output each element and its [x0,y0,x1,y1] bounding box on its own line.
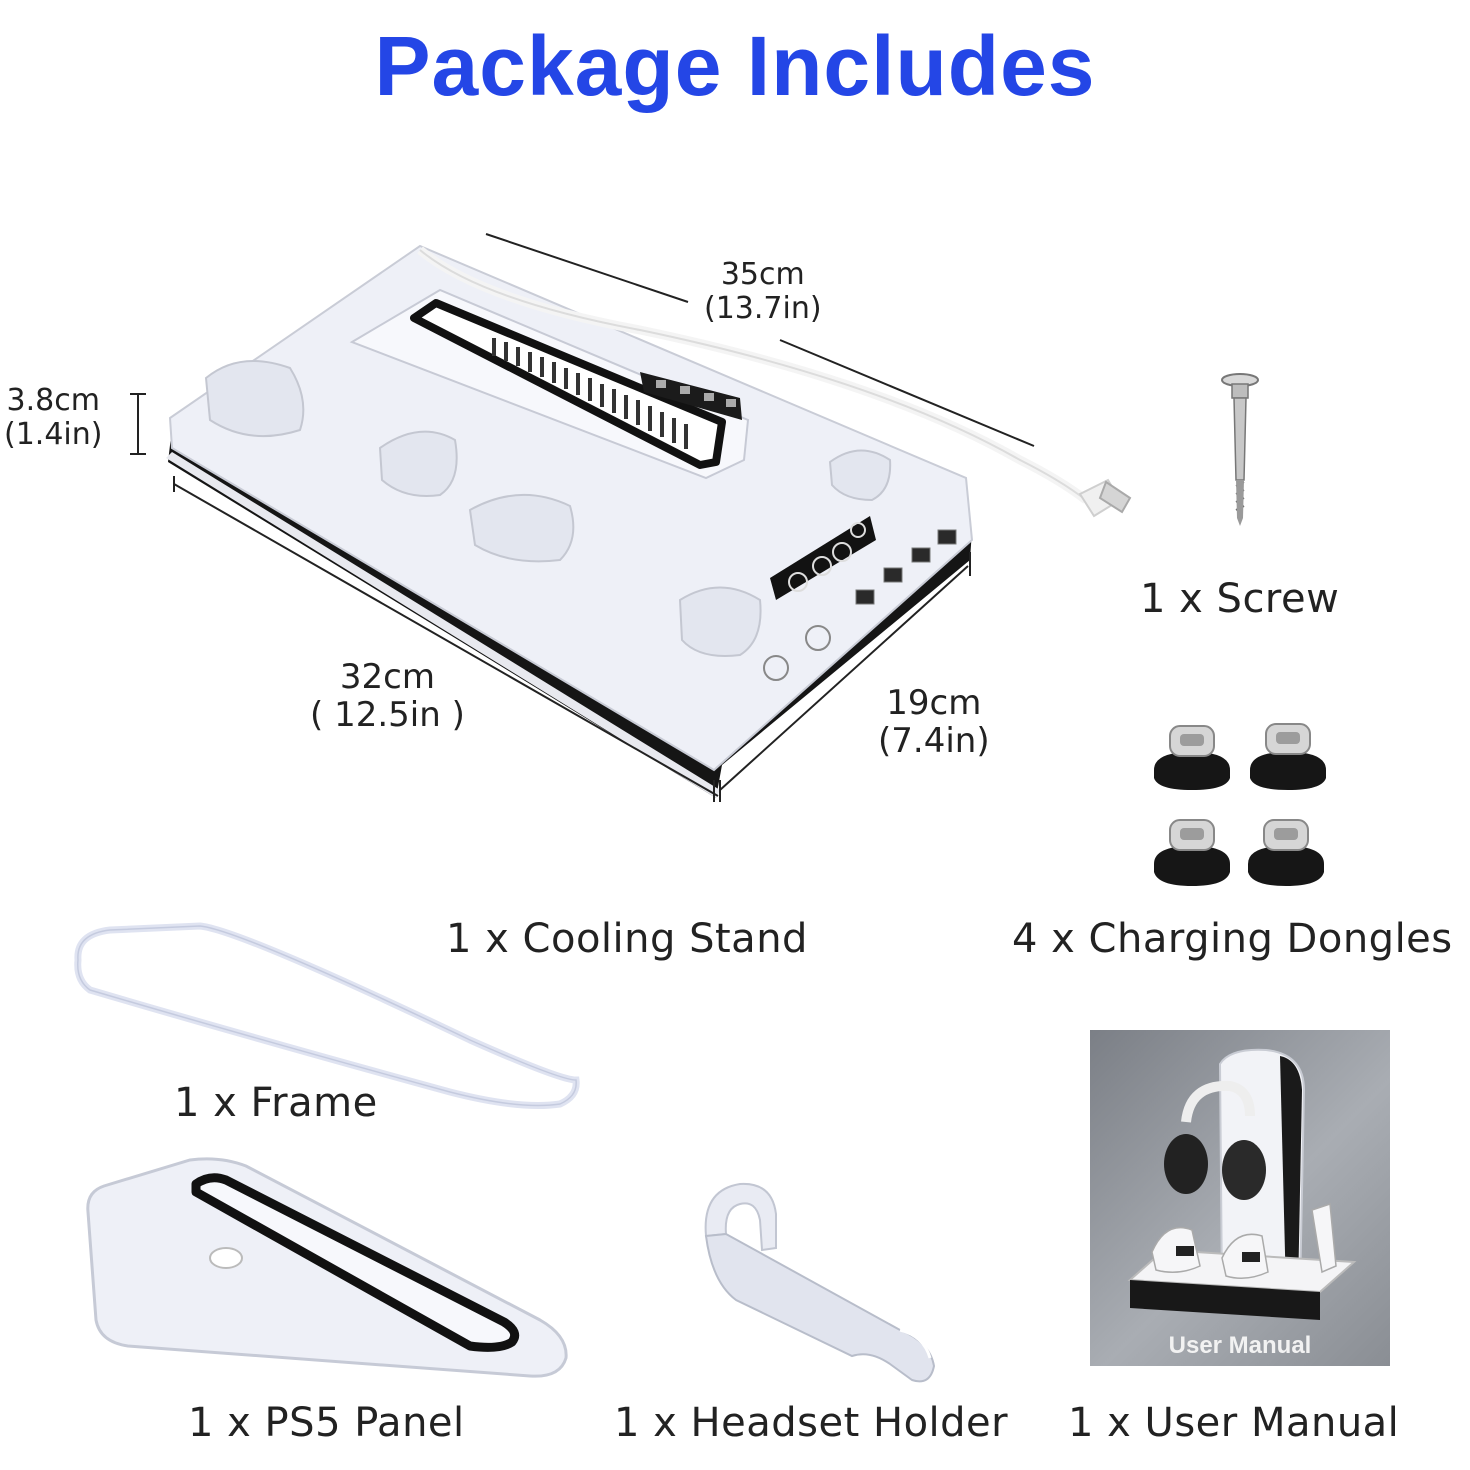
dimension-in: ( 12.5in ) [310,695,465,735]
caption-headset-holder: 1 x Headset Holder [614,1400,1009,1446]
dimension-length-top: 35cm (13.7in) [704,258,822,326]
dongle [1154,819,1230,886]
dongle [1248,819,1324,886]
page-title: Package Includes [374,19,1096,113]
dimension-cm: 3.8cm [6,383,100,418]
dimension-in: (1.4in) [4,417,103,452]
dimension-height: 3.8cm (1.4in) [4,384,102,452]
dimension-length-bottom: 32cm ( 12.5in ) [310,658,465,734]
dimension-width: 19cm (7.4in) [878,684,990,760]
user-manual-image: User Manual [1090,1030,1390,1366]
dimension-cm: 19cm [886,683,982,723]
dimension-in: (7.4in) [878,721,990,761]
caption-charging-dongles: 4 x Charging Dongles [1012,916,1453,962]
screw-image [1221,373,1259,526]
dongle [1250,723,1326,790]
headset-holder-image [704,1182,936,1383]
dimension-in: (13.7in) [704,291,822,326]
caption-user-manual: 1 x User Manual [1068,1400,1400,1446]
dimension-cm: 35cm [720,257,805,292]
cooling-stand-image [166,244,1132,798]
frame-image [74,922,580,1109]
dimension-lines [130,233,1035,802]
dimension-cm: 32cm [339,657,435,697]
dongle [1154,725,1230,790]
caption-cooling-stand: 1 x Cooling Stand [446,916,808,962]
ps5-panel-image [86,1157,568,1378]
charging-dongles-image [1154,723,1326,886]
manual-cover-art [1127,1048,1357,1320]
caption-ps5-panel: 1 x PS5 Panel [188,1400,465,1446]
caption-screw: 1 x Screw [1140,576,1340,622]
caption-frame: 1 x Frame [174,1080,378,1126]
manual-cover-label: User Manual [1168,1332,1312,1359]
